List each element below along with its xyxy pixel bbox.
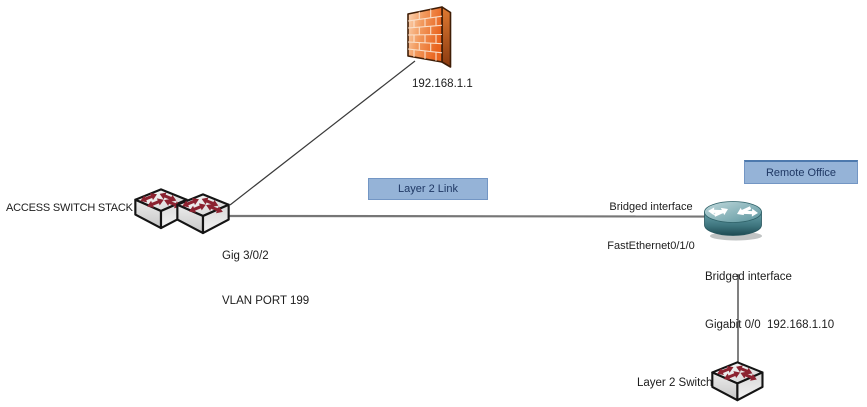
firewall-icon[interactable] (407, 6, 452, 68)
switch-stack-icon[interactable] (135, 189, 228, 233)
router-wan-interface-label: Bridged interface FastEthernet0/1/0 (603, 175, 699, 279)
stack-port-line1: Gig 3/0/2 (222, 250, 269, 262)
layer2-switch-icon[interactable] (712, 362, 762, 400)
firewall-to-stack-line (229, 60, 416, 206)
layer2-switch-label: Layer 2 Switch (637, 377, 713, 389)
remote-office-callout[interactable]: Remote Office (744, 160, 858, 184)
router-wan-line1: Bridged interface (609, 201, 693, 213)
router-top (704, 201, 762, 223)
access-switch-stack-label: ACCESS SWITCH STACK (6, 202, 133, 214)
layer2-link-line (226, 214, 707, 218)
router-lan-interface-label: Bridged interface Gigabit 0/0 192.168.1.… (705, 237, 834, 365)
router-lan-line1: Bridged interface (705, 271, 792, 283)
router-lan-line2: Gigabit 0/0 192.168.1.10 (705, 319, 835, 331)
firewall-side-face (441, 6, 452, 68)
layer2-link-callout-label: Layer 2 Link (398, 183, 458, 195)
layer2-link-callout[interactable]: Layer 2 Link (368, 178, 488, 200)
stack-port-label: Gig 3/0/2 VLAN PORT 199 (222, 219, 309, 339)
stack-port-line2: VLAN PORT 199 (222, 295, 310, 307)
firewall-ip-label: 192.168.1.1 (412, 78, 473, 90)
firewall-brick-lines (407, 9, 443, 61)
router-icon[interactable] (704, 201, 763, 241)
router-wan-line2: FastEthernet0/1/0 (607, 240, 695, 252)
remote-office-callout-label: Remote Office (765, 166, 837, 179)
